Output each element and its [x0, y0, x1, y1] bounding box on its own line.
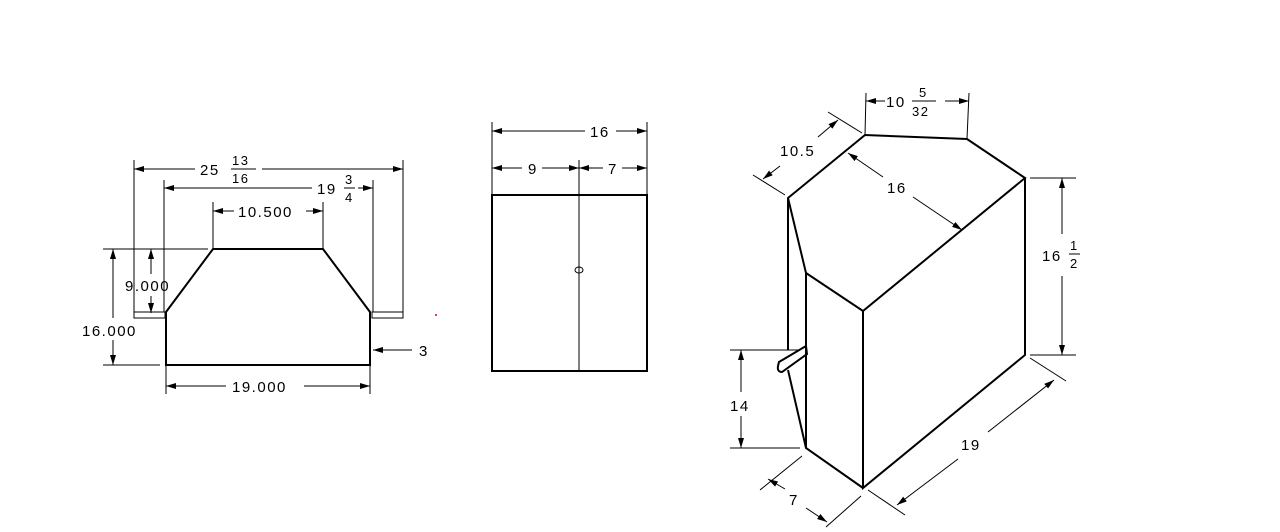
dim-small-width: 7 [789, 492, 799, 509]
dim-top-width: 10.500 [238, 204, 293, 221]
dim-pin-span-num: 3 [345, 172, 354, 187]
dim-height-num: 1 [1070, 238, 1079, 253]
dim-height-den: 2 [1070, 256, 1079, 271]
isometric-view: 10 5 32 10.5 16 16 1 2 14 19 [730, 85, 1080, 528]
iso-pin [776, 344, 809, 374]
side-view: 16 9 7 [491, 122, 648, 372]
dim-height: 16 [1042, 248, 1062, 265]
iso-right-face [862, 178, 1026, 491]
dim-left-width: 9 [528, 161, 538, 178]
side-body [491, 194, 648, 372]
iso-left-edge [787, 198, 807, 449]
left-pin [133, 311, 166, 319]
dim-pin-span-den: 4 [345, 190, 354, 205]
dim-pin-span: 19 [317, 181, 337, 198]
dim-depth: 16 [887, 180, 907, 197]
stray-mark [435, 314, 437, 316]
right-pin [371, 311, 404, 319]
dim-bevel: 10.5 [780, 143, 815, 160]
dim-top-edge-den: 32 [912, 104, 929, 119]
dim-lower-height: 9.000 [125, 278, 170, 295]
dim-base-width: 19.000 [232, 379, 287, 396]
dim-pin-height: 14 [730, 398, 750, 415]
dim-pin-length: 3 [419, 343, 429, 360]
dim-overall-height: 16.000 [82, 323, 137, 340]
dim-top-edge-num: 5 [919, 85, 928, 100]
dim-length: 19 [961, 437, 981, 454]
dim-overall-width: 25 [200, 162, 220, 179]
dim-total-width: 16 [590, 124, 610, 141]
iso-top-face [786, 133, 1027, 313]
dim-top-edge: 10 [886, 94, 906, 111]
front-body-outline [165, 248, 371, 366]
front-view: 25 13 16 19 3 4 10.500 16.000 9.000 3 [82, 153, 429, 396]
dim-right-width: 7 [608, 161, 618, 178]
dim-overall-width-den: 16 [232, 171, 249, 186]
dim-overall-width-num: 13 [232, 153, 249, 168]
center-hole [574, 266, 584, 274]
